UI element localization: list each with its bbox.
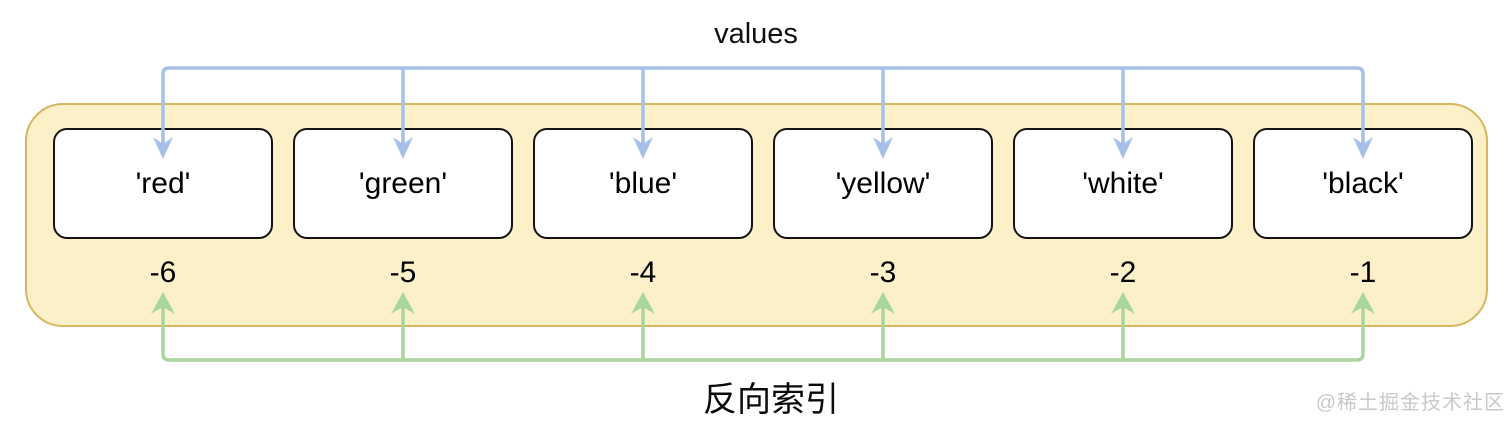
reverse-index-label: 反向索引 <box>703 381 839 419</box>
cell-negative-index: -5 <box>389 256 417 289</box>
list-cell: 'black' -1 <box>1253 128 1473 290</box>
list-cell: 'blue' -4 <box>533 128 753 290</box>
cell-value-box: 'white' <box>1013 128 1233 239</box>
list-cell: 'yellow' -3 <box>773 128 993 290</box>
cell-value: 'white' <box>1082 166 1164 200</box>
cell-value-box: 'green' <box>293 128 513 239</box>
cell-value: 'green' <box>358 166 448 200</box>
cell-value-box: 'black' <box>1253 128 1473 239</box>
list-cell: 'red' -6 <box>53 128 273 290</box>
list-cell: 'green' -5 <box>293 128 513 290</box>
watermark: @稀土掘金技术社区 <box>1315 392 1505 414</box>
cell-value-box: 'red' <box>53 128 273 239</box>
cell-value: 'black' <box>1322 166 1404 200</box>
cell-value: 'red' <box>135 166 191 200</box>
cell-negative-index: -6 <box>149 256 177 289</box>
cell-negative-index: -1 <box>1349 256 1377 289</box>
cell-value: 'yellow' <box>835 166 931 200</box>
values-label: values <box>714 18 798 50</box>
cell-value: 'blue' <box>608 166 678 200</box>
cell-negative-index: -4 <box>629 256 657 289</box>
cell-value-box: 'yellow' <box>773 128 993 239</box>
list-cell: 'white' -2 <box>1013 128 1233 290</box>
cell-negative-index: -2 <box>1109 256 1137 289</box>
cell-value-box: 'blue' <box>533 128 753 239</box>
cell-negative-index: -3 <box>869 256 897 289</box>
